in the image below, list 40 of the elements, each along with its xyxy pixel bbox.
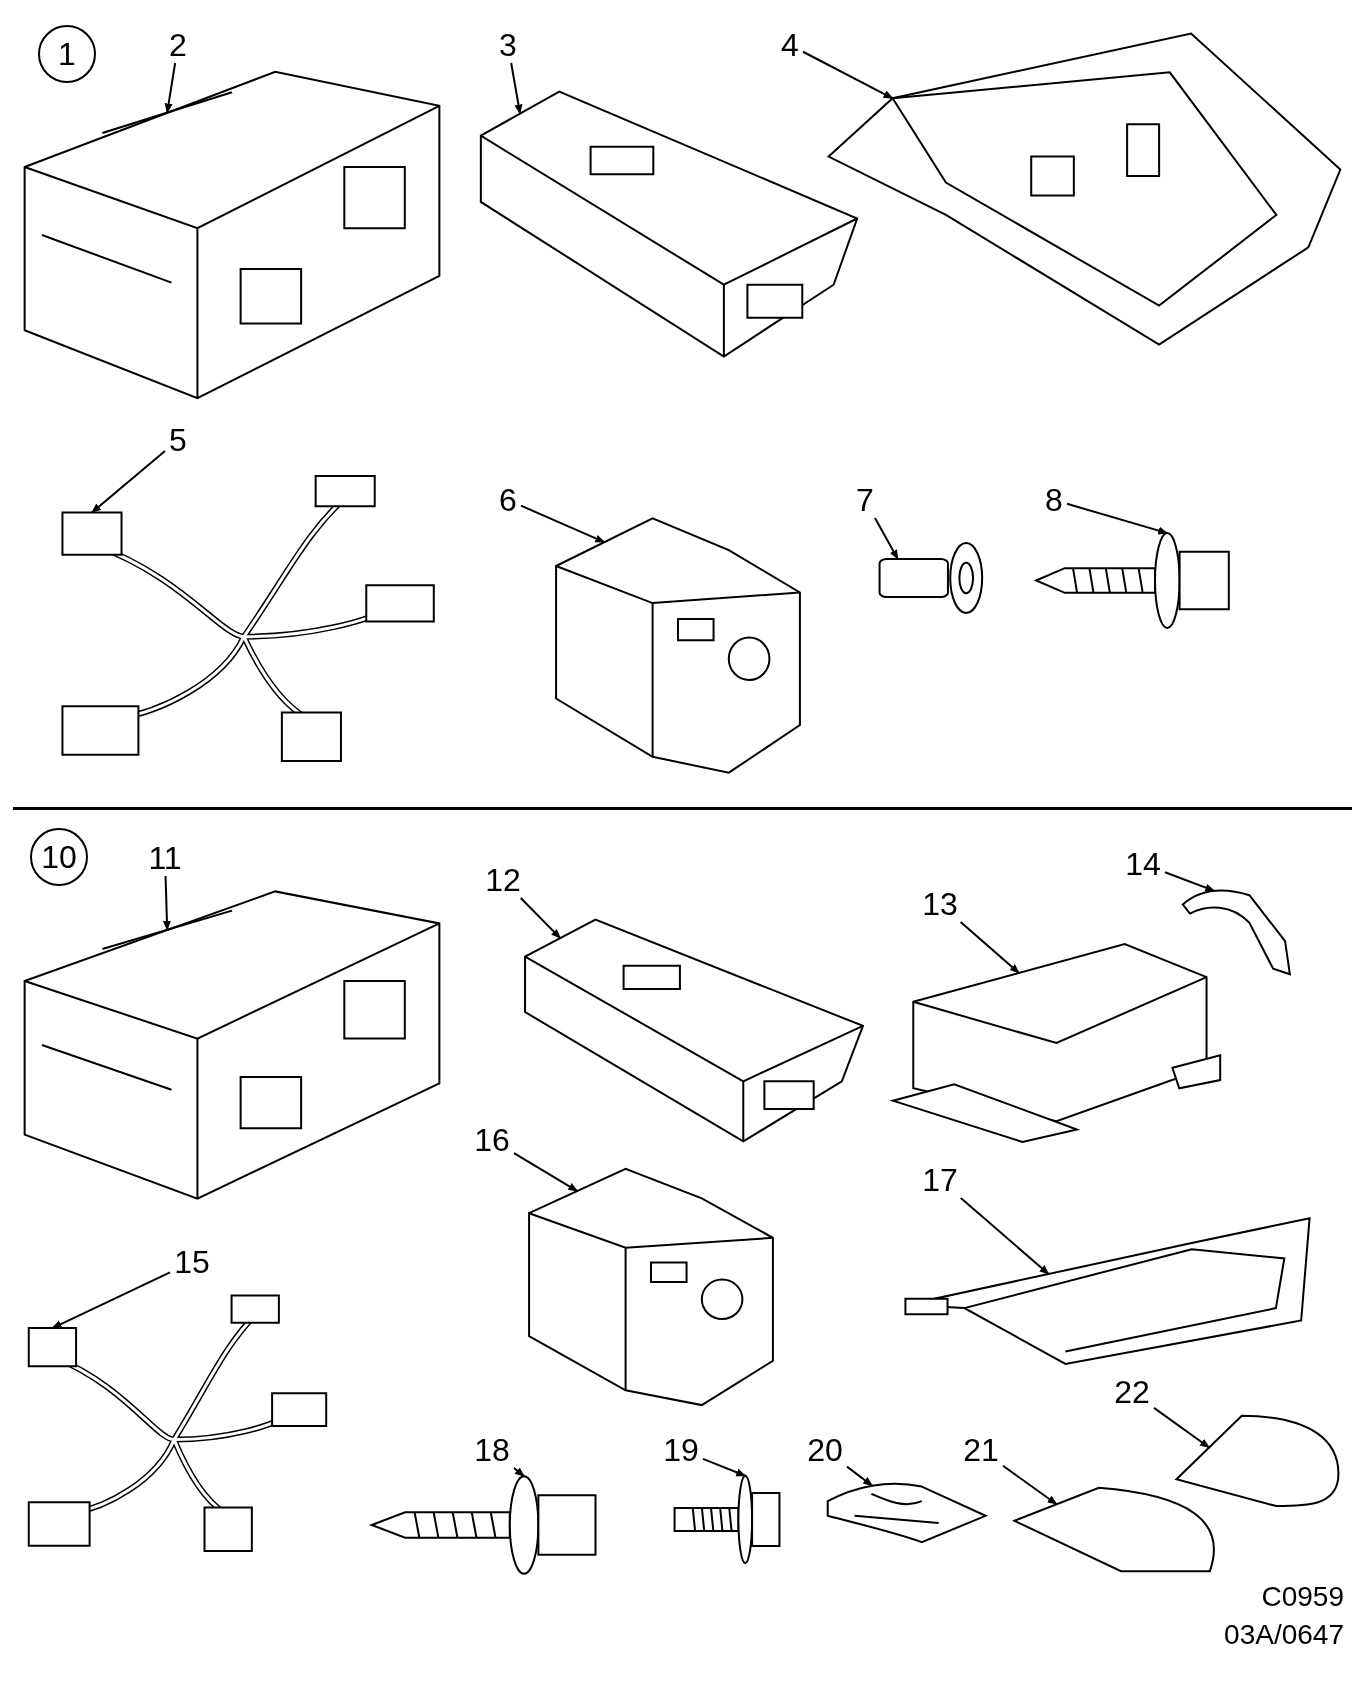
leader-line: [51, 1271, 171, 1330]
callout-number: 20: [803, 1432, 847, 1468]
leader-line: [1153, 1406, 1211, 1449]
callout-number: 12: [481, 862, 525, 898]
leader-line: [802, 50, 894, 100]
callout-number: 21: [959, 1432, 1003, 1468]
leader-line: [874, 517, 899, 560]
leader-line: [959, 921, 1020, 974]
callout-number: 2: [165, 27, 191, 63]
callout-number: 17: [918, 1162, 962, 1198]
leader-line: [162, 875, 171, 931]
callout-number: 15: [170, 1244, 214, 1280]
leader-line: [513, 1467, 526, 1478]
leader-line: [1164, 871, 1216, 892]
callout-number: 14: [1121, 846, 1165, 882]
callout-number: 6: [495, 482, 521, 518]
leader-line: [520, 504, 606, 544]
leader-line: [702, 1457, 747, 1477]
leader-line: [959, 1197, 1050, 1275]
leader-line: [846, 1465, 874, 1487]
callout-number: 7: [852, 482, 878, 518]
leader-line: [1002, 1464, 1058, 1506]
callout-number: 13: [918, 886, 962, 922]
leader-line: [513, 1152, 579, 1193]
callout-number: 4: [777, 27, 803, 63]
leader-line: [164, 62, 177, 114]
leader-line: [91, 449, 166, 514]
leader-line: [1066, 502, 1169, 535]
leader-line: [519, 897, 562, 940]
callout-number: 5: [165, 422, 191, 458]
drawing-code: 03A/0647: [1224, 1618, 1344, 1652]
leader-line: [510, 62, 523, 115]
callout-number: 22: [1110, 1374, 1154, 1410]
callout-number: 19: [659, 1432, 703, 1468]
callout-number: 3: [495, 27, 521, 63]
callout-number: 18: [470, 1432, 514, 1468]
callout-number: 8: [1041, 482, 1067, 518]
callout-number: 16: [470, 1122, 514, 1158]
drawing-code: C0959: [1261, 1580, 1344, 1614]
callout-number: 11: [143, 840, 187, 876]
